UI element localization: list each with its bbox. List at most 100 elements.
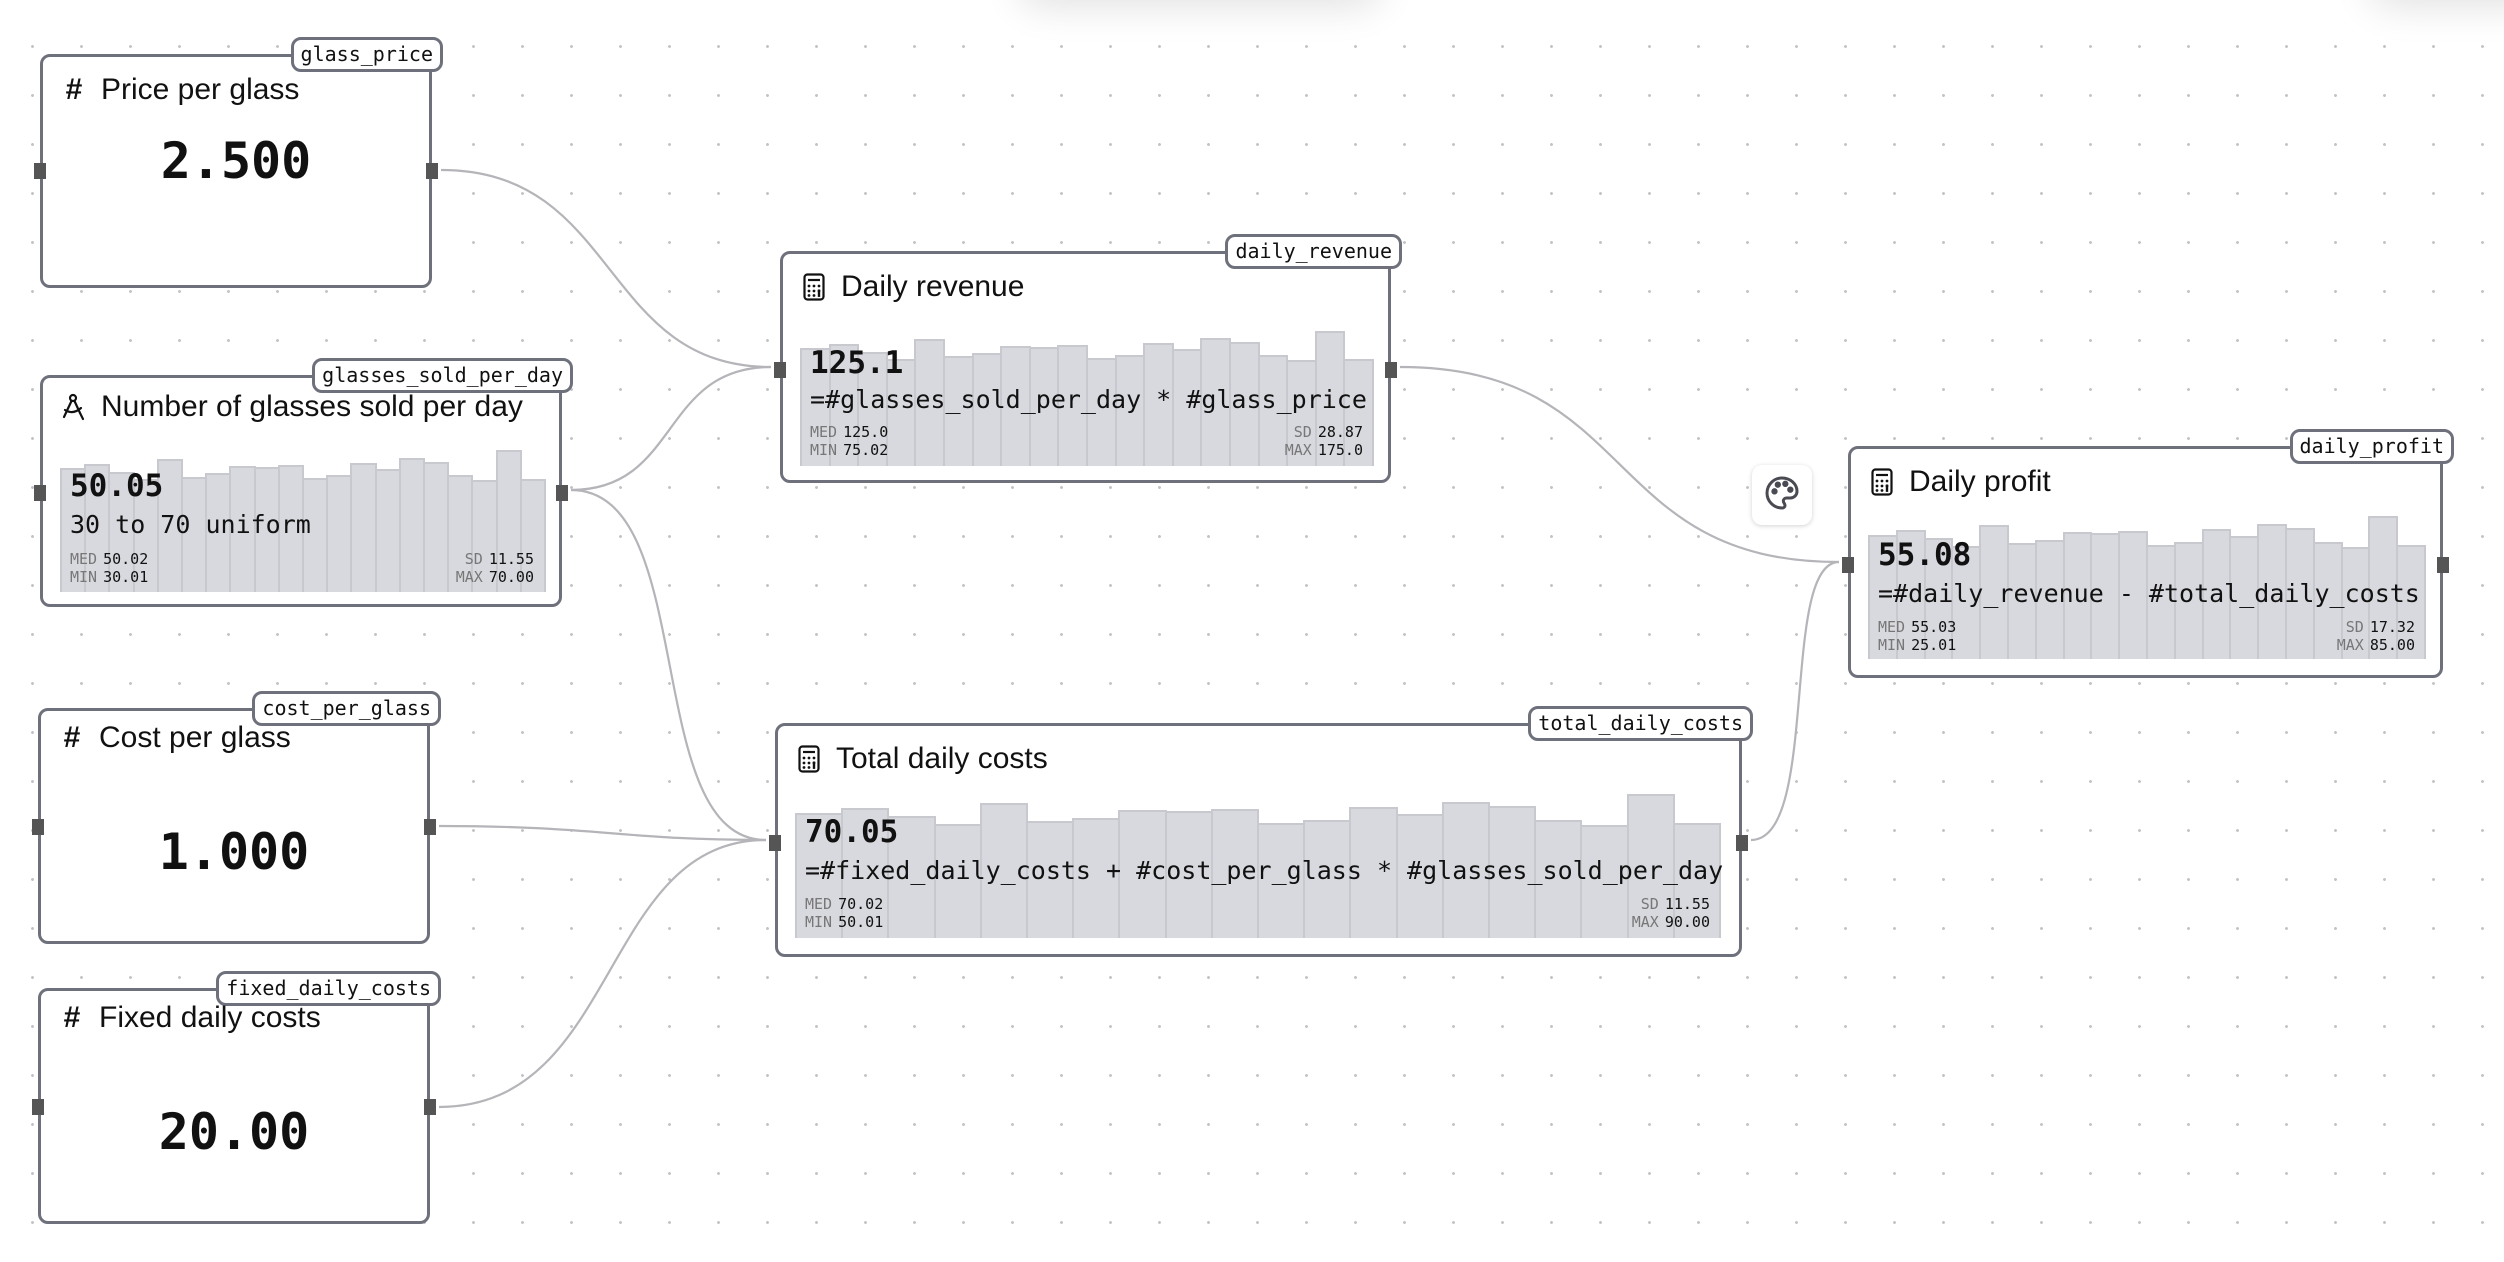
node-glass-price[interactable]: glass_price # Price per glass 2.500	[34, 37, 443, 288]
node-total-daily-costs[interactable]: total_daily_costs Total daily costs 70.0…	[769, 706, 1753, 957]
node-title: Daily profit	[1909, 465, 2051, 498]
node-title: Daily revenue	[841, 270, 1025, 303]
input-handle[interactable]	[774, 362, 786, 378]
formula-expression[interactable]: =#fixed_daily_costs + #cost_per_glass * …	[805, 856, 1724, 885]
formula-expression[interactable]: =#glasses_sold_per_day * #glass_price	[810, 385, 1367, 414]
histogram-bar	[2145, 544, 2176, 659]
node-id-badge[interactable]: fixed_daily_costs	[216, 971, 441, 1006]
distribution-expression[interactable]: 30 to 70 uniform	[70, 510, 311, 539]
histogram-bar	[800, 348, 831, 466]
histogram-bar	[2396, 545, 2426, 659]
hash-icon: #	[65, 73, 83, 106]
edge-fixed-costs-to-total-costs[interactable]	[438, 838, 767, 1109]
palette-icon	[1762, 473, 1802, 518]
node-title: Fixed daily costs	[99, 1001, 321, 1034]
input-handle[interactable]	[769, 835, 781, 851]
palette-button[interactable]	[1752, 465, 1812, 525]
histogram-bar	[84, 464, 111, 592]
distribution-histogram	[800, 331, 1374, 466]
histogram-bar	[841, 808, 890, 938]
histogram-bar	[229, 466, 256, 592]
histogram-bar	[1072, 817, 1121, 938]
output-handle[interactable]	[556, 485, 568, 501]
node-value[interactable]: 2.500	[160, 132, 312, 190]
node-id-badge[interactable]: glasses_sold_per_day	[312, 358, 573, 393]
histogram-bar	[979, 802, 1029, 938]
edge-glasses-sold-to-daily-revenue[interactable]	[570, 365, 772, 492]
node-id-badge[interactable]: total_daily_costs	[1528, 706, 1753, 741]
node-id-badge[interactable]: daily_revenue	[1225, 234, 1402, 269]
node-title: Number of glasses sold per day	[101, 390, 523, 423]
node-value[interactable]: 20.00	[158, 1103, 310, 1161]
hash-icon: #	[63, 721, 81, 754]
histogram-bar	[2257, 523, 2287, 659]
node-id-badge[interactable]: glass_price	[290, 37, 443, 72]
hash-icon: #	[63, 1001, 81, 1034]
distribution-histogram	[795, 794, 1722, 938]
output-handle[interactable]	[424, 819, 436, 835]
node-fixed-daily-costs[interactable]: fixed_daily_costs # Fixed daily costs 20…	[32, 971, 441, 1224]
output-handle[interactable]	[1736, 835, 1748, 851]
input-handle[interactable]	[32, 819, 44, 835]
node-cost-per-glass[interactable]: cost_per_glass # Cost per glass 1.000	[32, 691, 441, 944]
histogram-bar	[2118, 531, 2148, 659]
histogram-bar	[1286, 359, 1317, 466]
histogram-bar	[1164, 810, 1213, 938]
histogram-bar	[1118, 810, 1167, 938]
formula-expression[interactable]: =#daily_revenue - #total_daily_costs	[1878, 579, 2420, 608]
histogram-bar	[1210, 809, 1260, 938]
node-glasses-sold-per-day[interactable]: glasses_sold_per_day Number of glasses s…	[34, 358, 573, 607]
output-handle[interactable]	[1385, 362, 1397, 378]
distribution-mean: 50.05	[70, 468, 164, 504]
histogram-bar	[447, 475, 474, 592]
histogram-bar	[1395, 813, 1444, 938]
histogram-bar	[326, 475, 353, 592]
histogram-bar	[1057, 345, 1088, 466]
edge-total-costs-to-daily-profit[interactable]	[1750, 560, 1840, 842]
node-id-badge[interactable]: cost_per_glass	[252, 691, 441, 726]
output-handle[interactable]	[2437, 557, 2449, 573]
distribution-mean: 125.1	[810, 345, 904, 381]
edge-cost-per-glass-to-total-costs[interactable]	[438, 824, 767, 842]
node-title: Total daily costs	[836, 742, 1048, 775]
histogram-bar	[1303, 819, 1352, 938]
drafting-compass-icon	[61, 392, 87, 422]
node-daily-revenue[interactable]: daily_revenue Daily revenue 125.1 =#glas…	[774, 234, 1402, 483]
input-handle[interactable]	[34, 485, 46, 501]
edge-daily-revenue-to-daily-profit[interactable]	[1399, 365, 1840, 564]
input-handle[interactable]	[34, 163, 46, 179]
input-handle[interactable]	[1842, 557, 1854, 573]
edge-glass-price-to-daily-revenue[interactable]	[440, 168, 772, 369]
node-title: Price per glass	[101, 73, 300, 106]
node-daily-profit[interactable]: daily_profit Daily profit 55.08 =#daily_…	[1842, 429, 2454, 678]
histogram-bar	[1979, 524, 2009, 659]
histogram-bar	[1534, 819, 1583, 938]
histogram-bar	[1580, 824, 1629, 938]
histogram-bar	[1343, 358, 1374, 466]
distribution-mean: 70.05	[805, 814, 899, 850]
input-handle[interactable]	[32, 1099, 44, 1115]
histogram-bar	[1672, 823, 1722, 938]
edge-glasses-sold-to-total-costs[interactable]	[570, 488, 767, 842]
histogram-bar	[519, 479, 547, 592]
calculator-icon	[1869, 467, 1895, 497]
distribution-histogram	[60, 450, 547, 592]
distribution-histogram	[1868, 516, 2426, 659]
calculator-icon	[796, 744, 822, 774]
distribution-mean: 55.08	[1878, 537, 1972, 573]
output-handle[interactable]	[426, 163, 438, 179]
node-value[interactable]: 1.000	[158, 823, 310, 881]
output-handle[interactable]	[424, 1099, 436, 1115]
histogram-bar	[795, 812, 844, 938]
node-id-badge[interactable]: daily_profit	[2289, 429, 2454, 464]
node-title: Cost per glass	[99, 721, 291, 754]
